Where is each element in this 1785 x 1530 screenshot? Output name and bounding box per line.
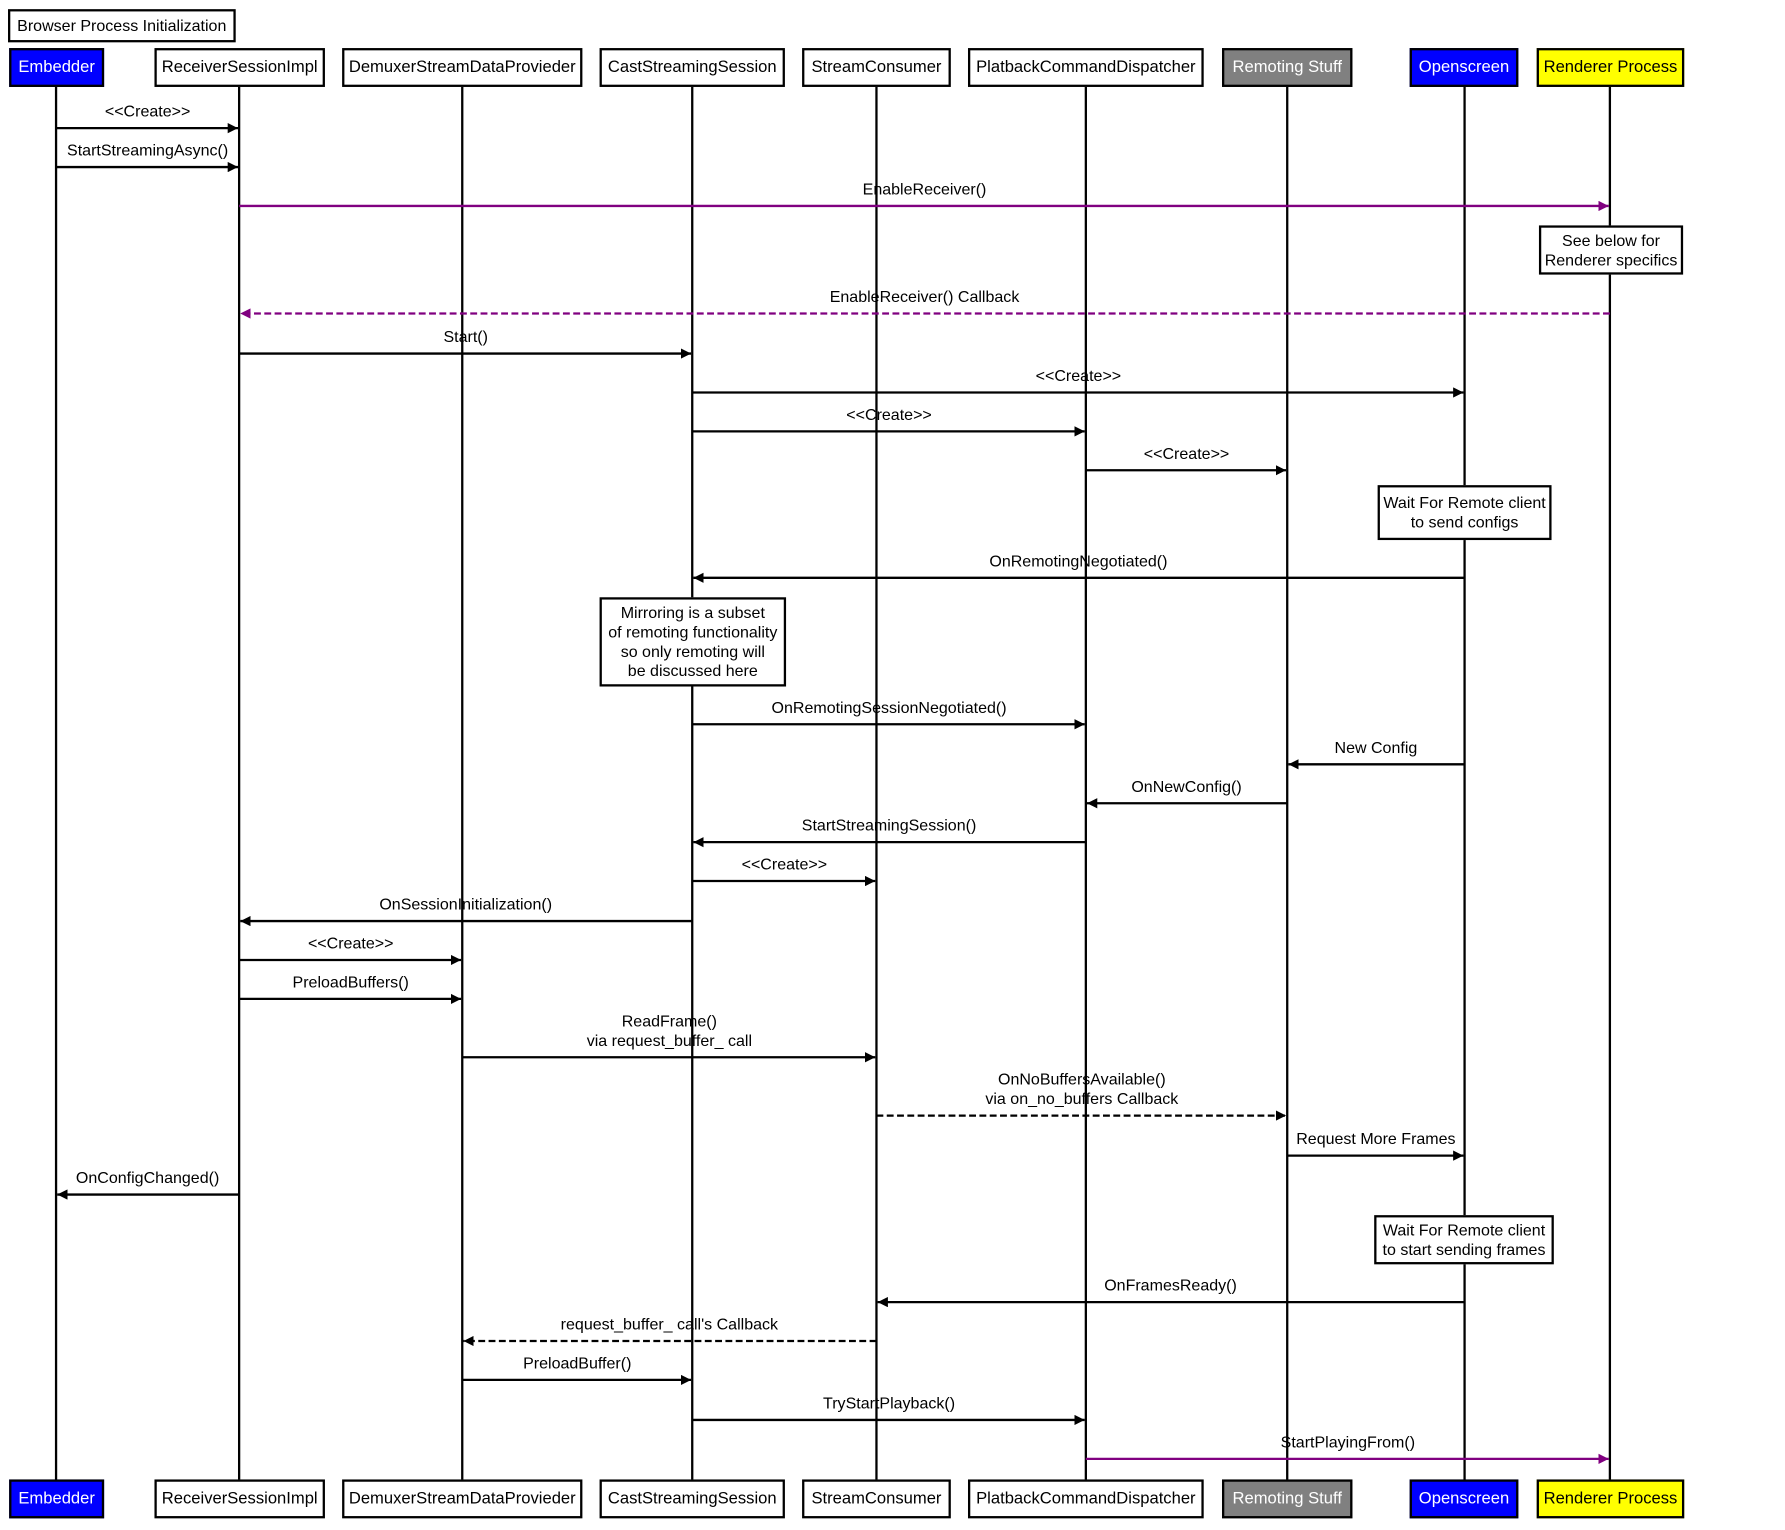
message-label: OnConfigChanged() xyxy=(76,1168,219,1187)
message-label: <<Create>> xyxy=(1036,366,1122,385)
participant-dispatcher-bottom: PlatbackCommandDispatcher xyxy=(967,1479,1204,1519)
note-line: to send configs xyxy=(1410,512,1519,531)
message-label-line: StartStreamingAsync() xyxy=(67,140,229,160)
message-label-line: <<Create>> xyxy=(307,933,394,952)
message-label: OnNewConfig() xyxy=(1131,777,1241,796)
message-label-line: <<Create>> xyxy=(1143,443,1230,463)
participant-dispatcher-top: PlatbackCommandDispatcher xyxy=(967,48,1204,87)
message-label: Start() xyxy=(443,327,487,346)
message-label: TryStartPlayback() xyxy=(823,1394,955,1413)
message-label: PreloadBuffer() xyxy=(523,1354,631,1373)
message-label: OnSessionInitialization() xyxy=(379,895,552,914)
participant-demuxer-bottom: DemuxerStreamDataProvieder xyxy=(342,1479,583,1519)
message-label-line: Start() xyxy=(443,327,488,346)
message-label-line: <<Create>> xyxy=(741,854,828,874)
message-label-line: OnNoBuffersAvailable() xyxy=(997,1069,1166,1089)
message-label-line: Request More Frames xyxy=(1296,1129,1456,1148)
message-label-line: New Config xyxy=(1334,738,1418,757)
message-label-line: OnRemotingSessionNegotiated() xyxy=(771,697,1007,717)
message-label: ReadFrame()via request_buffer_ call xyxy=(587,1011,752,1050)
message-label-line: request_buffer_ call's Callback xyxy=(560,1314,779,1333)
message-label-line: ReadFrame() xyxy=(621,1011,717,1030)
message-label: OnRemotingNegotiated() xyxy=(989,552,1167,571)
message-label-line: PreloadBuffer() xyxy=(523,1353,632,1372)
participant-receiver-top: ReceiverSessionImpl xyxy=(154,48,325,87)
message-label: EnableReceiver() Callback xyxy=(830,287,1020,306)
message-label-line: OnSessionInitialization() xyxy=(379,894,553,914)
diagram-title: Browser Process Initialization xyxy=(8,9,236,43)
note-line: Mirroring is a subset xyxy=(620,602,765,622)
message-label-line: EnableReceiver() xyxy=(862,179,987,198)
message-label: StartStreamingSession() xyxy=(802,816,977,835)
note-line: See below for xyxy=(1562,230,1661,249)
message-label-line: via request_buffer_ call xyxy=(586,1030,753,1050)
note-line: to start sending frames xyxy=(1382,1239,1546,1259)
participant-consumer-top: StreamConsumer xyxy=(802,48,951,87)
note-line: of remoting functionality xyxy=(608,622,778,641)
note-line: so only remoting will xyxy=(620,641,765,661)
note-line: Wait For Remote client xyxy=(1382,1220,1546,1239)
message-label-line: via on_no_buffers Callback xyxy=(985,1089,1179,1108)
note-line: Wait For Remote client xyxy=(1383,493,1546,512)
message-label-line: OnConfigChanged() xyxy=(75,1168,220,1187)
message-label-line: <<Create>> xyxy=(104,101,191,121)
message-label: <<Create>> xyxy=(105,102,191,121)
participant-renderer-bottom: Renderer Process xyxy=(1536,1479,1685,1519)
note-line: be discussed here xyxy=(627,661,758,680)
message-label: request_buffer_ call's Callback xyxy=(561,1315,778,1334)
participant-cast-bottom: CastStreamingSession xyxy=(599,1479,785,1519)
message-label-line: OnNewConfig() xyxy=(1131,776,1242,796)
message-label-line: TryStartPlayback() xyxy=(823,1393,956,1412)
message-label-line: OnFramesReady() xyxy=(1104,1275,1237,1295)
message-label: PreloadBuffers() xyxy=(293,973,409,992)
note-line: Renderer specifics xyxy=(1544,250,1678,269)
message-label: Request More Frames xyxy=(1296,1129,1455,1148)
message-label-line: <<Create>> xyxy=(846,405,932,424)
message-label-line: StartStreamingSession() xyxy=(801,815,977,835)
participant-remoting-top: Remoting Stuff xyxy=(1222,48,1353,87)
message-label: New Config xyxy=(1334,738,1417,757)
message-label-line: EnableReceiver() Callback xyxy=(829,287,1020,306)
message-label: <<Create>> xyxy=(846,405,932,424)
message-label-line: PreloadBuffers() xyxy=(292,972,409,991)
participant-openscreen-top: Openscreen xyxy=(1409,48,1519,87)
participant-receiver-bottom: ReceiverSessionImpl xyxy=(154,1479,325,1519)
participant-openscreen-bottom: Openscreen xyxy=(1409,1479,1519,1519)
participant-demuxer-top: DemuxerStreamDataProvieder xyxy=(342,48,583,87)
message-label: <<Create>> xyxy=(742,855,828,874)
message-label: OnFramesReady() xyxy=(1104,1276,1237,1295)
message-label-line: <<Create>> xyxy=(1035,366,1122,385)
participant-consumer-bottom: StreamConsumer xyxy=(802,1479,951,1519)
message-label: <<Create>> xyxy=(308,934,394,953)
message-label-line: OnRemotingNegotiated() xyxy=(989,551,1168,570)
message-label: <<Create>> xyxy=(1144,444,1230,463)
message-label: StartStreamingAsync() xyxy=(67,141,228,160)
participant-remoting-bottom: Remoting Stuff xyxy=(1222,1479,1353,1519)
participant-cast-top: CastStreamingSession xyxy=(599,48,785,87)
message-label: StartPlayingFrom() xyxy=(1281,1433,1415,1452)
message-label: EnableReceiver() xyxy=(863,180,987,199)
participant-embedder-top: Embedder xyxy=(9,48,105,87)
message-label: OnNoBuffersAvailable()via on_no_buffers … xyxy=(985,1070,1178,1109)
participant-embedder-bottom: Embedder xyxy=(9,1479,105,1519)
participant-renderer-top: Renderer Process xyxy=(1536,48,1685,87)
message-label-line: StartPlayingFrom() xyxy=(1280,1432,1416,1451)
message-label: OnRemotingSessionNegotiated() xyxy=(772,698,1007,717)
